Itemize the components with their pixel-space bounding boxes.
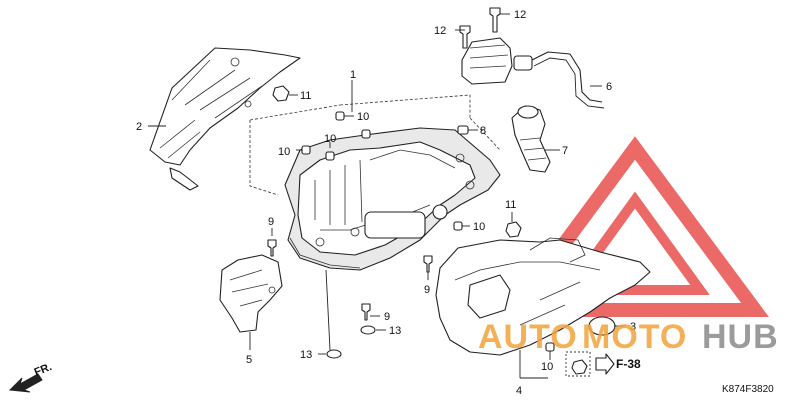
fasteners	[267, 7, 588, 375]
washer-13-b	[326, 349, 342, 359]
callout-9-a: 9	[268, 216, 274, 228]
callout-7: 7	[562, 145, 568, 157]
front-label: FR.	[33, 361, 54, 379]
callout-11-a: 11	[300, 90, 311, 102]
clip-10-a	[335, 111, 345, 121]
nut-11-upper	[272, 85, 290, 102]
callout-1: 1	[350, 69, 356, 81]
callout-12-a: 12	[434, 25, 446, 37]
part-7-plug-cap	[511, 105, 551, 173]
callout-10-e: 10	[541, 361, 553, 373]
callout-3: 3	[630, 321, 636, 333]
ref-bolt	[571, 359, 588, 375]
callout-6: 6	[606, 81, 612, 93]
watermark-auto: AUTO	[478, 318, 578, 356]
callout-10-a: 10	[357, 111, 369, 123]
callout-2: 2	[136, 121, 142, 133]
bolt-12-right	[489, 7, 501, 33]
callout-10-b: 10	[324, 133, 336, 145]
part-1-under-cover	[284, 127, 501, 271]
watermark-moto: MOTO	[582, 318, 687, 356]
watermark-logo	[501, 136, 769, 317]
reference-f38: F-38	[565, 351, 641, 377]
clip-10-b	[325, 151, 335, 161]
callout-13-b: 13	[300, 349, 312, 361]
callout-9-b: 9	[424, 284, 430, 296]
part-4-right-cover	[435, 237, 651, 356]
part-ignition-coil	[461, 37, 605, 109]
reference-label: F-38	[616, 357, 641, 371]
watermark-wordmark: AUTO MOTO HUB	[478, 318, 779, 356]
bolt-12-left	[459, 25, 471, 49]
nut-11-lower	[505, 221, 522, 238]
screw-9-a	[267, 239, 277, 257]
drawing-code: K874F3820	[722, 384, 774, 395]
clip-10-f	[361, 129, 371, 139]
callout-10-c: 10	[278, 146, 290, 158]
callout-9-c: 9	[384, 311, 390, 323]
callout-5: 5	[246, 354, 252, 366]
leader-lines	[148, 13, 625, 379]
callout-8: 8	[480, 125, 486, 137]
grommet-8	[457, 125, 469, 135]
callout-12-b: 12	[514, 9, 526, 21]
watermark-hub: HUB	[702, 318, 779, 356]
screw-9-c	[361, 303, 371, 321]
callout-labels: 1 2 3 4 5 6 7 8 9 9 9 10 10 10 10 10 11 …	[136, 9, 636, 397]
front-direction-arrow: FR.	[8, 361, 54, 393]
callout-10-d: 10	[473, 221, 485, 233]
clip-10-c	[301, 145, 311, 155]
callout-13-a: 13	[389, 325, 401, 337]
part-2-side-bracket	[149, 47, 301, 191]
part-5-small-cover	[219, 254, 283, 333]
part-1-group-outline	[249, 94, 501, 196]
callout-11-b: 11	[505, 199, 516, 211]
clip-10-d	[453, 221, 463, 231]
callout-4: 4	[516, 385, 522, 397]
screw-9-b	[423, 255, 433, 273]
washer-13-a	[360, 325, 376, 335]
